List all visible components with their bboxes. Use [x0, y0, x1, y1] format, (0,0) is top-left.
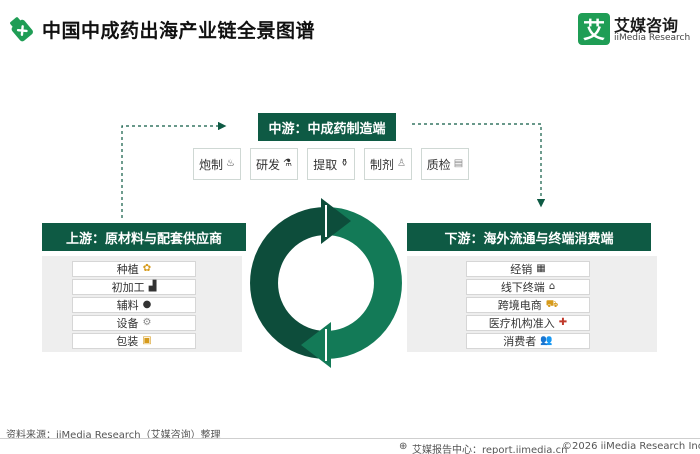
brand-subtitle: iiMedia Research: [614, 33, 691, 43]
globe-icon: ⊕: [399, 441, 408, 452]
downstream-item-offline-terminal: 线下终端 ⌂: [466, 279, 590, 295]
arrow-midstream-to-downstream: [412, 123, 546, 208]
dropper-icon: ♙: [397, 158, 406, 169]
midstream-item-extraction: 提取 ⚱: [307, 148, 355, 180]
upstream-item-excipients: 辅料 ●: [72, 297, 196, 313]
factory-icon: ▟: [148, 281, 157, 292]
midstream-item-processing: 炮制 ♨: [193, 148, 241, 180]
lab-glass-icon: ⚱: [340, 158, 349, 169]
midstream-item-label: 提取: [313, 157, 338, 172]
shopping-cart-icon: ⛟: [545, 299, 559, 310]
page-title: 中国中成药出海产业链全景图谱: [42, 20, 316, 42]
gear-icon: ⚙: [142, 317, 152, 328]
arrow-upstream-to-midstream: [121, 121, 227, 218]
list-item-label: 跨境电商: [497, 299, 542, 312]
list-item-label: 初加工: [111, 281, 145, 294]
upstream-item-equipment: 设备 ⚙: [72, 315, 196, 331]
upstream-item-primary-processing: 初加工 ▟: [72, 279, 196, 295]
midstream-item-label: 制剂: [370, 157, 395, 172]
cycle-arrowhead-bottom: [301, 322, 331, 368]
downstream-header: 下游：海外流通与终端消费端: [407, 223, 651, 251]
list-item-label: 包装: [116, 335, 139, 348]
list-item-label: 辅料: [116, 299, 139, 312]
medicine-bottle-icon: [10, 17, 33, 42]
briefcase-icon: ▦: [536, 263, 546, 274]
upstream-item-packaging: 包装 ▣: [72, 333, 196, 349]
upstream-header: 上游：原材料与配套供应商: [42, 223, 246, 251]
midstream-item-rnd: 研发 ⚗: [250, 148, 298, 180]
brand-logo: 艾: [578, 13, 610, 45]
cycle-arrowhead-top: [321, 198, 351, 244]
downstream-item-distribution: 经销 ▦: [466, 261, 590, 277]
downstream-item-cross-border-ecommerce: 跨境电商 ⛟: [466, 297, 590, 313]
midstream-item-label: 研发: [256, 157, 281, 172]
inspection-report-icon: ▤: [453, 158, 464, 169]
brand-name: 艾媒咨询: [614, 16, 679, 35]
list-item-label: 消费者: [503, 335, 537, 348]
cauldron-icon: ♨: [226, 158, 235, 169]
midstream-header: 中游：中成药制造端: [258, 113, 396, 141]
footer-copyright: ©2026 iiMedia Research Inc: [562, 441, 700, 452]
cycle-arc-left: [250, 207, 327, 359]
list-item-label: 种植: [116, 263, 139, 276]
midstream-item-formulation: 制剂 ♙: [364, 148, 412, 180]
hospital-icon: ✚: [558, 317, 568, 328]
flask-icon: ⚗: [283, 158, 292, 169]
cycle-arc-right: [325, 207, 402, 359]
midstream-item-quality-check: 质检 ▤: [421, 148, 469, 180]
upstream-item-planting: 种植 ✿: [72, 261, 196, 277]
list-item-label: 经销: [510, 263, 533, 276]
downstream-item-medical-institution-access: 医疗机构准入 ✚: [466, 315, 590, 331]
sprout-icon: ✿: [142, 263, 152, 274]
store-icon: ⌂: [548, 281, 556, 292]
downstream-item-consumers: 消费者 👥: [466, 333, 590, 349]
powder-icon: ●: [142, 299, 152, 310]
list-item-label: 设备: [116, 317, 139, 330]
source-note: 资料来源：iiMedia Research（艾媒咨询）整理: [6, 430, 221, 441]
list-item-label: 线下终端: [500, 281, 545, 294]
midstream-item-label: 炮制: [199, 157, 224, 172]
cycle-arrows-icon: [245, 198, 407, 368]
footer-site-link[interactable]: 艾媒报告中心：report.iimedia.cn: [412, 445, 568, 454]
midstream-item-label: 质检: [426, 157, 451, 172]
footer-divider: [0, 438, 700, 439]
box-icon: ▣: [142, 335, 152, 346]
people-icon: 👥: [540, 335, 553, 346]
list-item-label: 医疗机构准入: [488, 317, 555, 330]
